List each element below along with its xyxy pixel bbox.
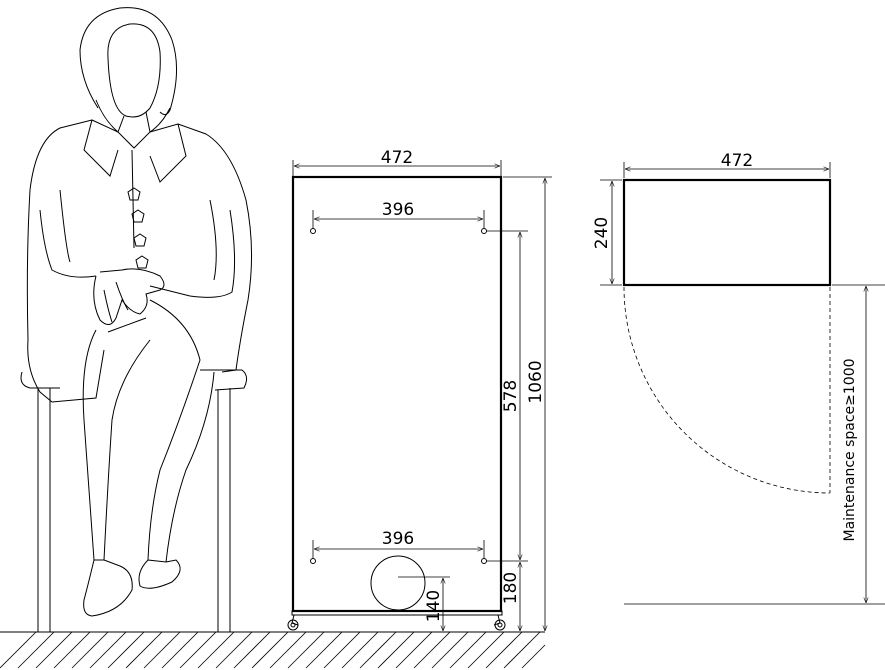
- dim-port-center-height: 140: [424, 578, 444, 631]
- legs: [82, 329, 151, 561]
- seated-person-illustration: [20, 7, 253, 632]
- dim-upper-hole-spacing: 396: [312, 200, 485, 228]
- face: [107, 23, 161, 118]
- top-depth-label: 240: [592, 217, 612, 249]
- hole-vertical-spacing-label: 578: [501, 380, 521, 412]
- dim-front-width: 472: [292, 148, 502, 176]
- circular-port: [370, 555, 426, 611]
- floor-hatching: [0, 631, 546, 669]
- port-center-height-label: 140: [424, 590, 444, 622]
- caster-right: [493, 614, 506, 631]
- mounting-hole-top-right: [481, 228, 487, 234]
- front-width-label: 472: [381, 148, 413, 168]
- mounting-hole-top-left: [310, 228, 316, 234]
- unit-front-view: 472 396 396 578 1060: [287, 148, 552, 631]
- unit-top-view: 472 240 Maintenance space≥1000: [592, 151, 885, 605]
- dim-hole-vertical-spacing: 578: [487, 230, 528, 562]
- hair: [79, 7, 178, 116]
- hands: [93, 268, 165, 325]
- unit-top-outline: [622, 178, 832, 287]
- floor: [0, 631, 546, 669]
- upper-hole-spacing-label: 396: [382, 200, 414, 220]
- dim-top-depth: 240: [592, 179, 622, 286]
- mounting-hole-bottom-left: [310, 558, 316, 564]
- bottom-offset-label: 180: [501, 572, 521, 604]
- dim-lower-hole-spacing: 396: [312, 529, 485, 558]
- overall-height-label: 1060: [526, 360, 546, 403]
- coat-buttons: [127, 187, 149, 269]
- caster-left: [287, 614, 299, 631]
- maintenance-space-label: Maintenance space≥1000: [842, 358, 858, 541]
- dim-maintenance-space: Maintenance space≥1000: [624, 284, 885, 605]
- shoes: [83, 559, 133, 617]
- dim-bottom-offset: 180: [501, 562, 521, 631]
- stool: [20, 369, 248, 632]
- unit-base: [291, 610, 503, 616]
- coat: [26, 119, 105, 403]
- mounting-hole-bottom-right: [481, 558, 487, 564]
- top-width-label: 472: [721, 151, 753, 171]
- lower-hole-spacing-label: 396: [382, 529, 414, 549]
- door-swing-arc: [623, 286, 831, 494]
- dim-overall-height: 1060: [503, 176, 552, 631]
- dim-top-width: 472: [623, 151, 831, 178]
